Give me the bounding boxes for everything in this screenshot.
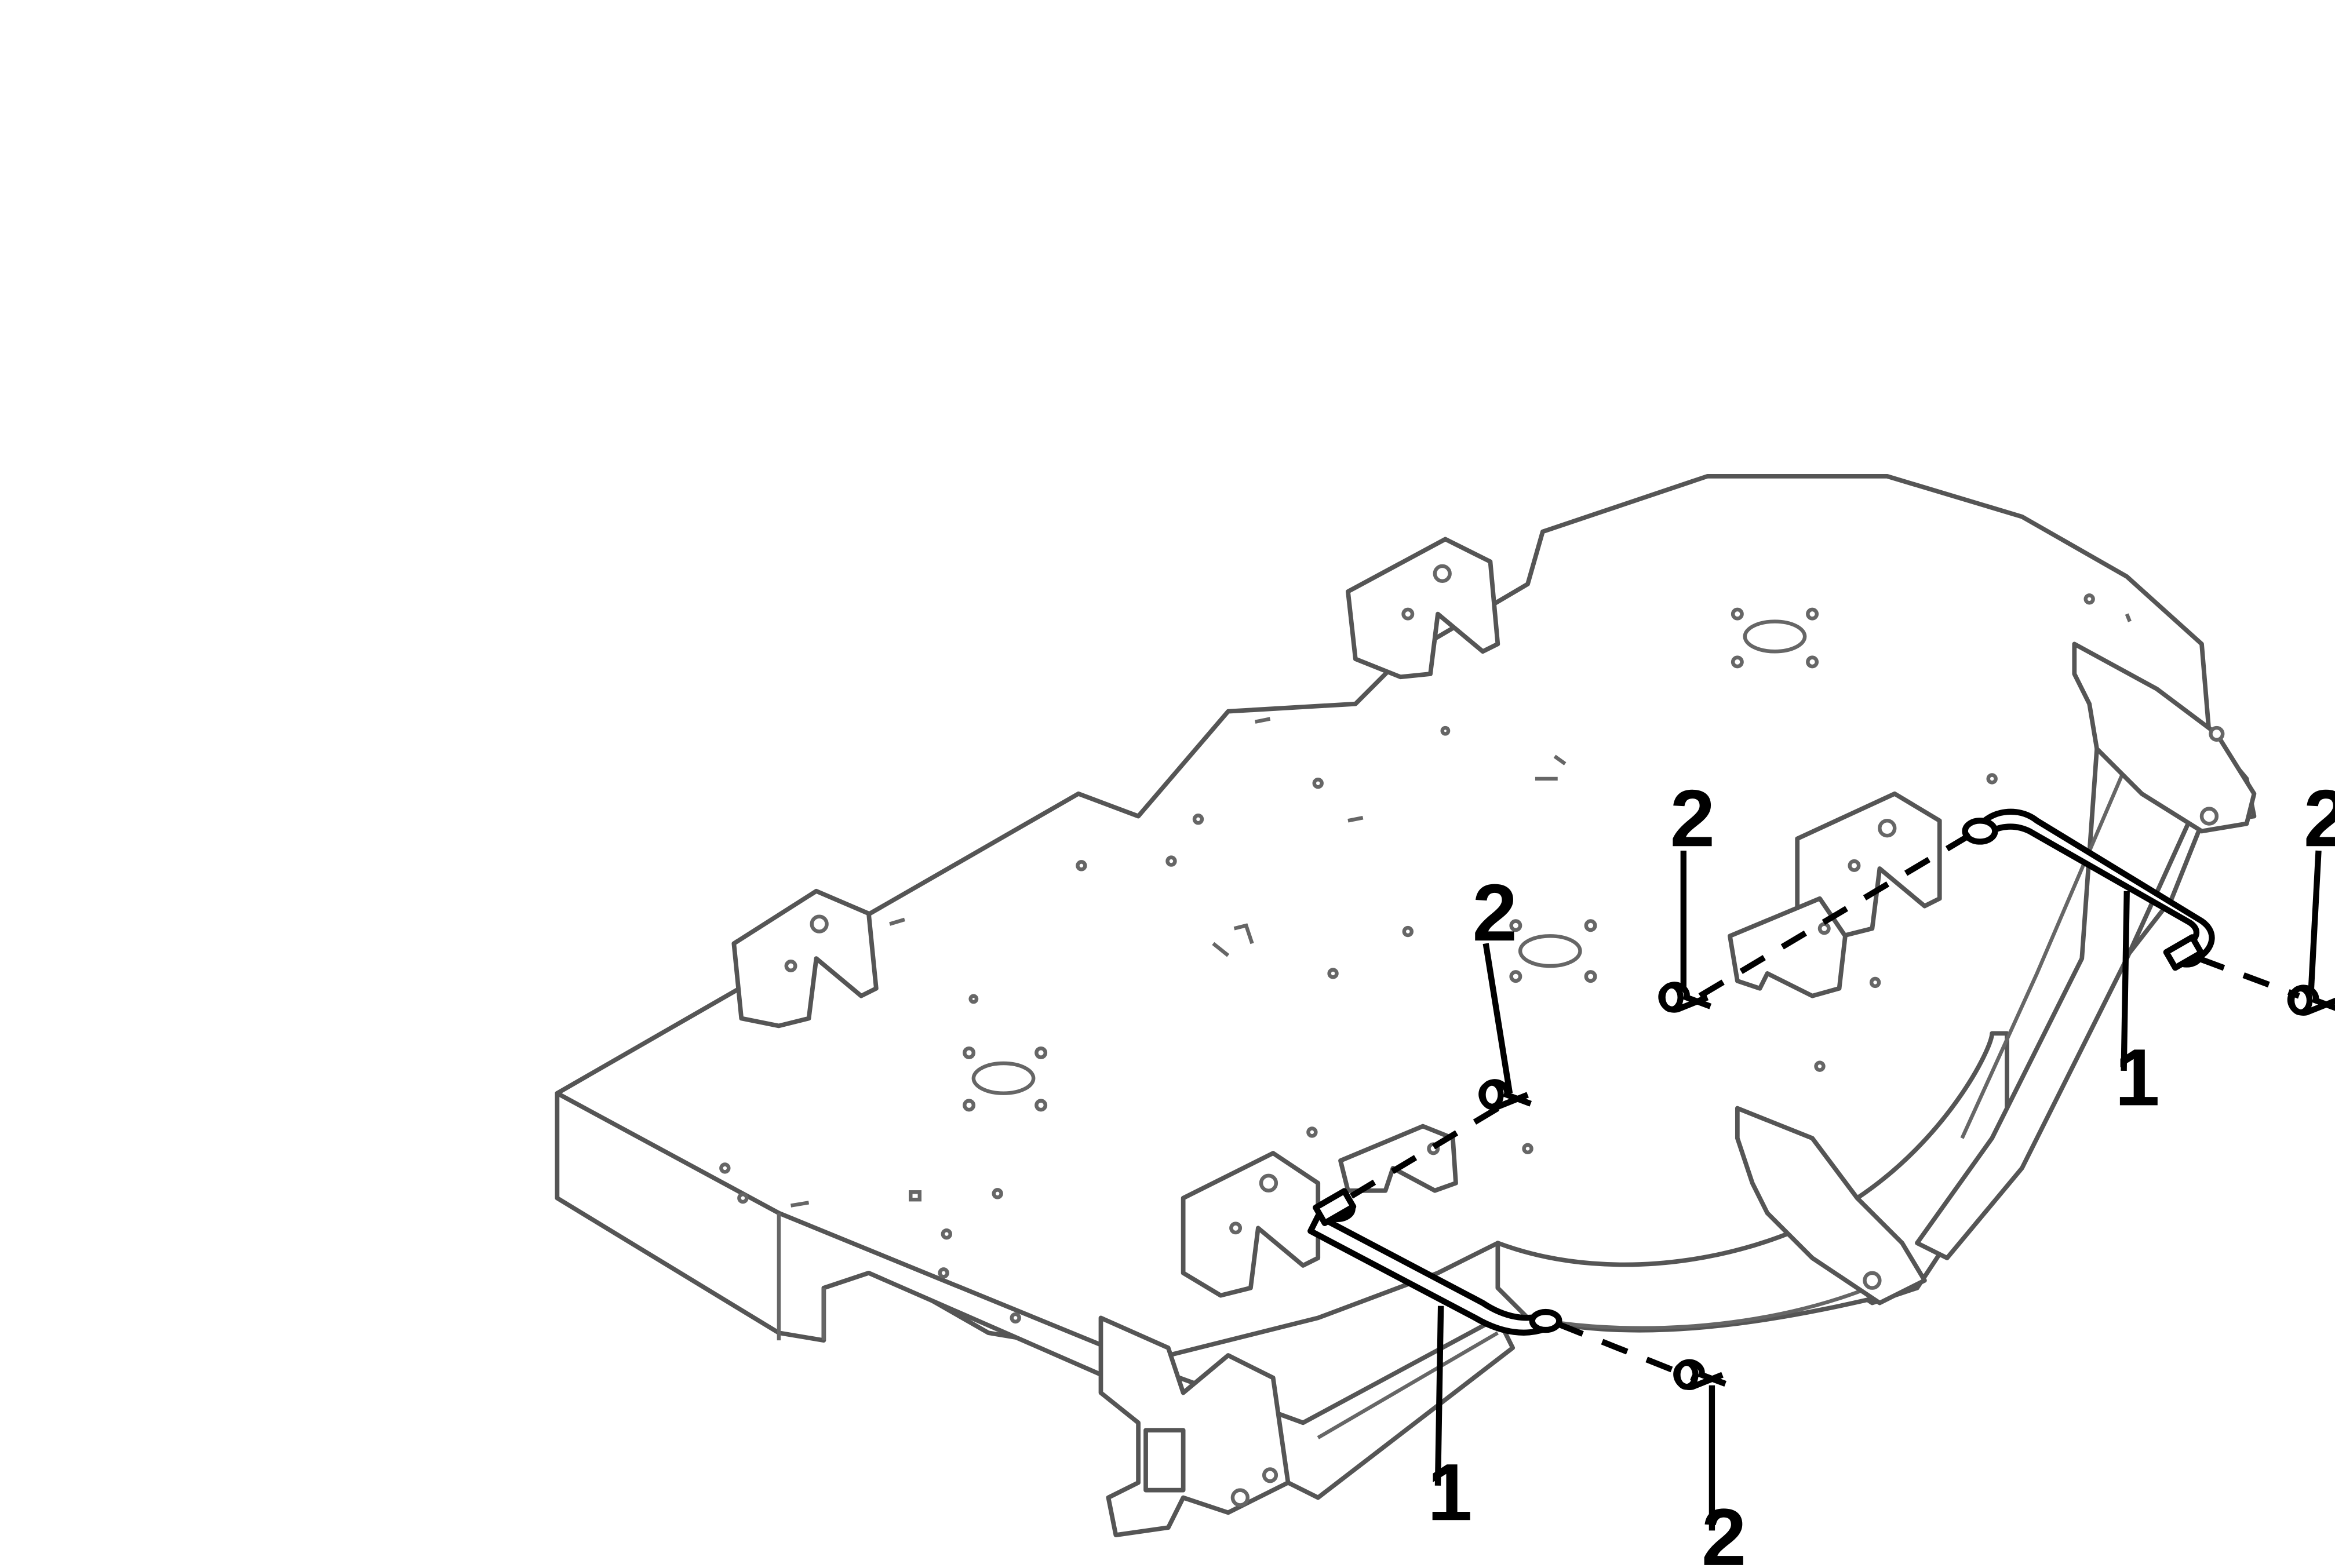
front-rod-end-right	[1529, 1308, 1562, 1333]
right-hitch-bracket	[2072, 641, 2257, 834]
rod-assemblies	[1307, 808, 2215, 1336]
deck-front-skirt	[555, 1091, 1111, 1380]
assembly-lines	[1346, 830, 2300, 1381]
rear-hitch-bracket	[1735, 1106, 1927, 1306]
callout-label: 2	[2304, 773, 2335, 863]
hairpin-pin-front-right	[1673, 1359, 1726, 1390]
callout-label: 2	[1670, 773, 1715, 863]
callout-label: 1	[1427, 1447, 1473, 1537]
deck-detail-holes	[719, 593, 2132, 1324]
hitch-slot	[1143, 1428, 1186, 1493]
callout-label: 2	[1472, 867, 1517, 958]
leader-lines	[1434, 850, 2322, 1531]
callout-label: 2	[1702, 1492, 1747, 1568]
callout-label: 1	[2115, 1032, 2160, 1122]
rear-rod-end-left	[1962, 818, 1998, 845]
spindle-holes	[963, 607, 1819, 1112]
hairpin-pin-front-left	[1478, 1079, 1532, 1110]
deck-mount-brackets	[731, 537, 1942, 1298]
callouts: 2 2 2 2 1 1	[1427, 773, 2335, 1568]
mower-deck	[555, 474, 2257, 1538]
